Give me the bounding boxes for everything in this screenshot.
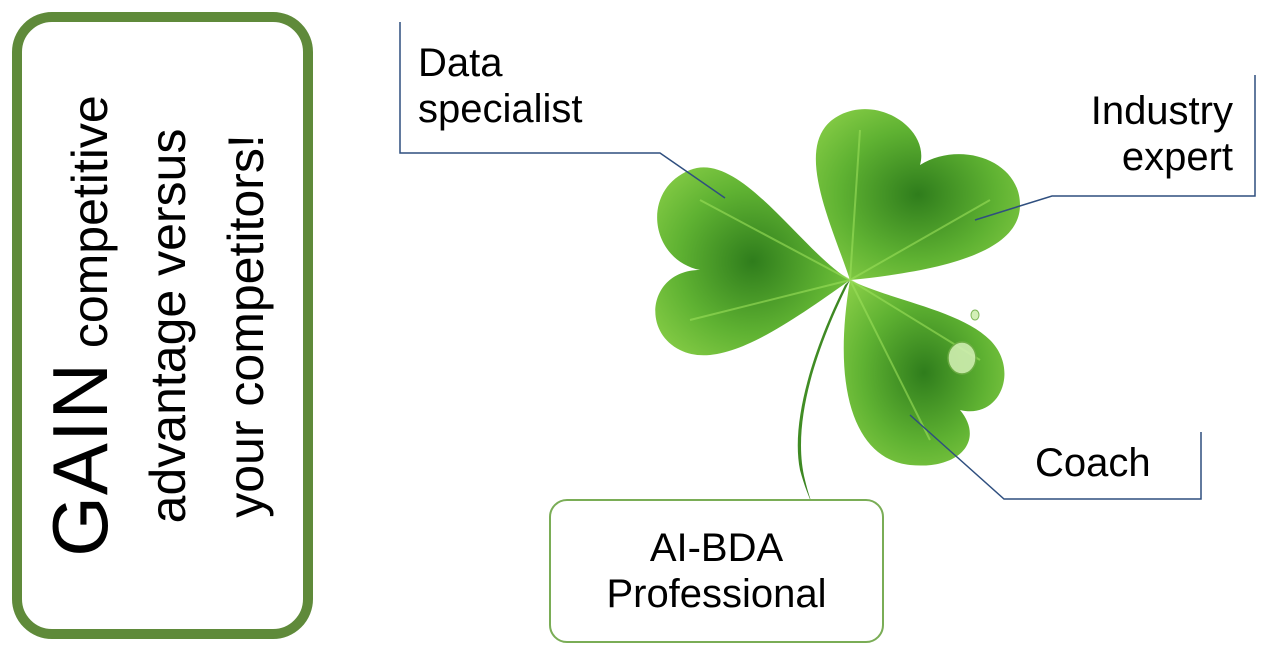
ai-bda-professional-box: AI-BDA Professional	[549, 499, 884, 643]
water-droplet-small	[970, 309, 980, 321]
connector-industry-expert	[974, 75, 1256, 221]
water-droplet-large	[947, 341, 977, 375]
label-coach: Coach	[1035, 441, 1151, 485]
label-industry-expert: Industry expert	[1091, 88, 1233, 180]
label-data-specialist-line-1: Data	[418, 41, 503, 85]
label-industry-expert-line-1: Industry	[1090, 89, 1233, 133]
connector-coach	[909, 414, 1202, 500]
label-data-specialist-line-2: specialist	[418, 87, 583, 131]
clover-vein-top-right	[849, 129, 991, 281]
ai-bda-line-1: AI-BDA	[649, 526, 784, 570]
label-data-specialist: Data specialist	[418, 40, 583, 132]
label-industry-expert-line-2: expert	[1121, 135, 1233, 179]
gain-callout-box: GAIN competitive advantage versus your c…	[12, 12, 313, 639]
clover-leaf-top-right	[815, 109, 1020, 280]
ai-bda-line-2: Professional	[606, 572, 827, 616]
clover-leaf-bottom-right	[843, 280, 1005, 466]
clover-vein-left	[689, 199, 851, 321]
connector-data-specialist	[399, 22, 726, 199]
clover-leaf-left	[655, 167, 850, 356]
clover-stem	[797, 280, 850, 536]
